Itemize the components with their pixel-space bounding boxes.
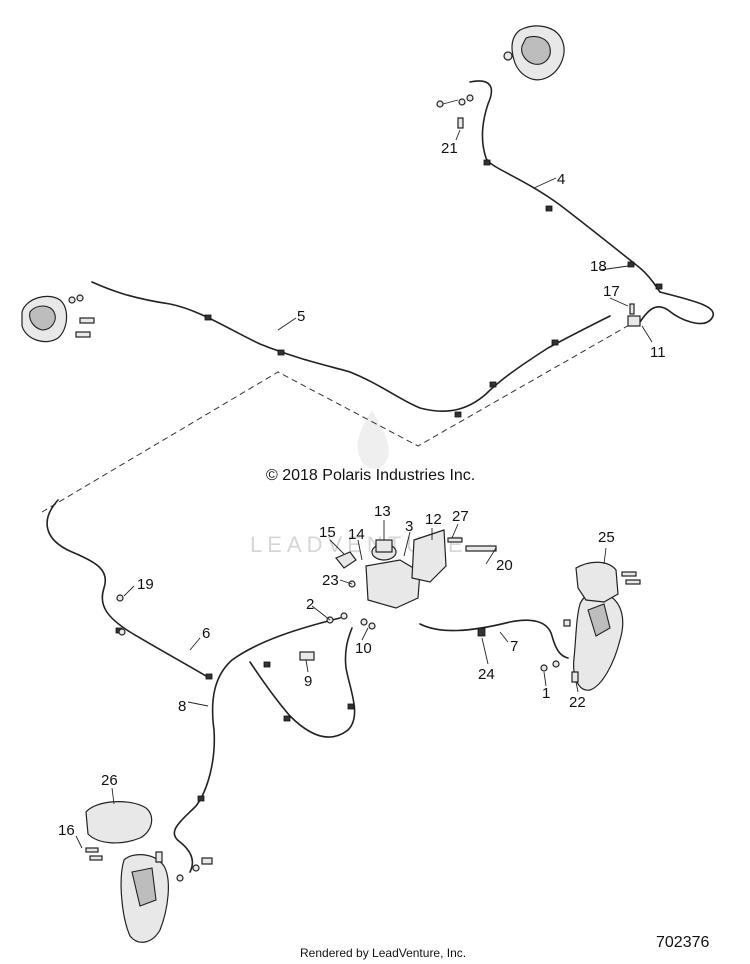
- callout-2: 2: [306, 596, 314, 613]
- callout-1: 1: [542, 685, 550, 702]
- callout-17: 17: [603, 283, 620, 300]
- callout-7: 7: [510, 638, 518, 655]
- callout-10: 10: [355, 640, 372, 657]
- rear-left-caliper: [85, 801, 169, 943]
- callout-27: 27: [452, 508, 469, 525]
- callout-25: 25: [598, 529, 615, 546]
- callout-21: 21: [441, 140, 458, 157]
- brake-line-7: [419, 619, 569, 659]
- front-left-caliper: [21, 295, 68, 343]
- dashed-guide-lines: [41, 319, 639, 513]
- callout-8: 8: [178, 698, 186, 715]
- front-right-caliper: [503, 25, 565, 81]
- master-cylinder-assembly: [335, 529, 447, 609]
- callout-5: 5: [297, 308, 305, 325]
- copyright-text: © 2018 Polaris Industries Inc.: [266, 467, 475, 484]
- brake-line-4: [469, 80, 715, 325]
- brake-line-5: [91, 281, 611, 418]
- callout-6: 6: [202, 625, 210, 642]
- rear-right-caliper: [573, 561, 624, 691]
- callout-14: 14: [348, 526, 365, 543]
- watermark-flame-icon: [357, 410, 389, 469]
- callout-11: 11: [650, 344, 666, 361]
- callout-4: 4: [557, 171, 565, 188]
- callout-22: 22: [569, 694, 586, 711]
- rendered-by-text: Rendered by LeadVenture, Inc.: [300, 946, 466, 960]
- callout-26: 26: [101, 772, 118, 789]
- callout-16: 16: [58, 822, 75, 839]
- callout-12: 12: [425, 511, 442, 528]
- callout-23: 23: [322, 572, 339, 589]
- hardware-bolts: [68, 94, 641, 882]
- callout-3: 3: [405, 518, 413, 535]
- brake-line-8: [173, 617, 356, 873]
- callout-20: 20: [496, 557, 513, 574]
- callout-9: 9: [304, 673, 312, 690]
- leader-lines: [75, 129, 653, 849]
- callout-18: 18: [590, 258, 607, 275]
- diagram-number: 702376: [656, 934, 709, 951]
- callout-13: 13: [374, 503, 391, 520]
- callout-24: 24: [478, 666, 495, 683]
- callout-19: 19: [137, 576, 154, 593]
- callout-15: 15: [319, 524, 336, 541]
- brake-line-6: [46, 499, 213, 680]
- callout-labels: 1 2 3 4 5 6 7 8 9 10 11 12 13 14 15 16 1…: [58, 140, 666, 839]
